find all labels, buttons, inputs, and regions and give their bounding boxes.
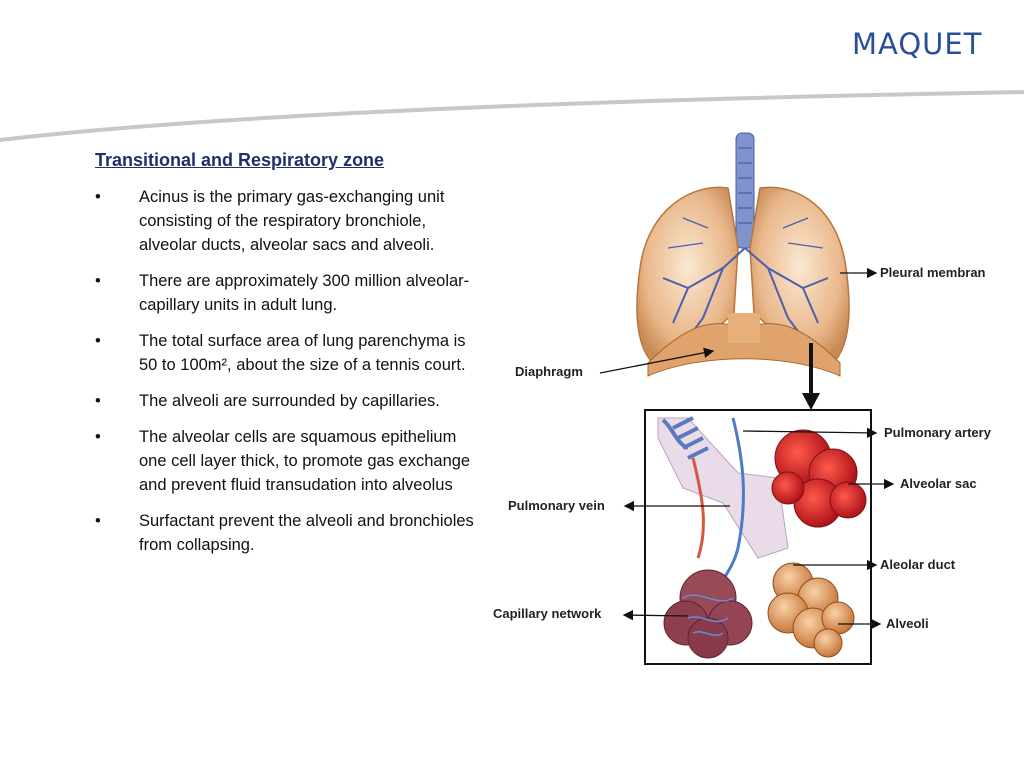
acinus-detail bbox=[644, 409, 872, 665]
lungs-illustration bbox=[636, 132, 850, 377]
label-alveolar-duct: Aleolar duct bbox=[880, 557, 956, 572]
label-diaphragm: Diaphragm bbox=[515, 364, 583, 379]
label-pulmonary-artery: Pulmonary artery bbox=[884, 425, 992, 440]
bullet-item: There are approximately 300 million alve… bbox=[95, 269, 480, 317]
bullet-item: Surfactant prevent the alveoli and bronc… bbox=[95, 509, 480, 557]
bullet-item: The alveolar cells are squamous epitheli… bbox=[95, 425, 480, 497]
slide-heading: Transitional and Respiratory zone bbox=[95, 150, 385, 170]
zoom-arrow bbox=[802, 343, 820, 410]
lung-anatomy-figure: Pleural membran Diaphragm Pulmonary arte… bbox=[493, 132, 992, 665]
label-capillary-network: Capillary network bbox=[493, 606, 602, 621]
bullet-item: Acinus is the primary gas-exchanging uni… bbox=[95, 185, 480, 257]
maquet-logo: MAQUET bbox=[852, 27, 983, 61]
bullet-item: The total surface area of lung parenchym… bbox=[95, 329, 480, 377]
header-swoosh bbox=[0, 90, 1024, 142]
label-alveoli: Alveoli bbox=[886, 616, 929, 631]
label-pleural-membran: Pleural membran bbox=[880, 265, 986, 280]
bullet-list: Acinus is the primary gas-exchanging uni… bbox=[95, 185, 480, 569]
label-pulmonary-vein: Pulmonary vein bbox=[508, 498, 605, 513]
label-alveolar-sac: Alveolar sac bbox=[900, 476, 977, 491]
bullet-item: The alveoli are surrounded by capillarie… bbox=[95, 389, 480, 413]
